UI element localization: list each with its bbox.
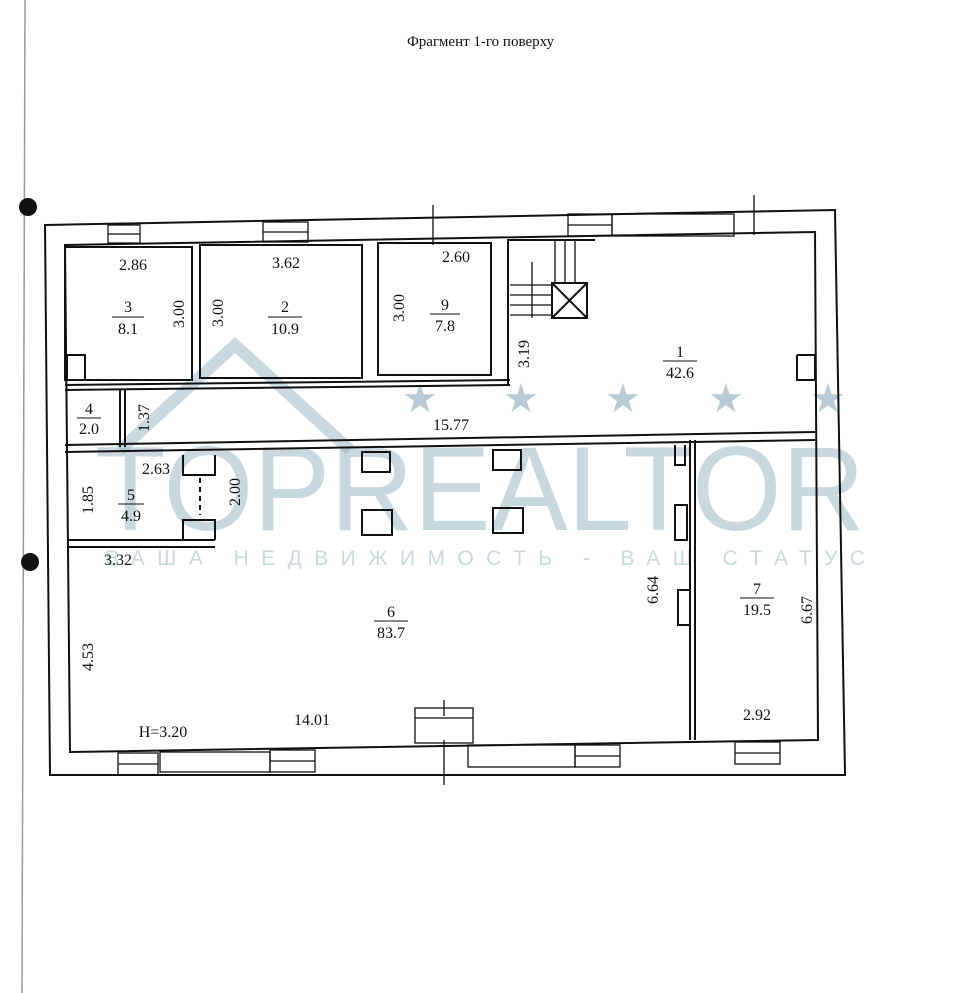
watermark-logo: TOPREALTOR ВАША НЕДВИЖИМОСТЬ - ВАШ СТАТУ… (95, 336, 865, 570)
plan-text: TOPREALTOR (95, 422, 865, 556)
plan-line (64, 379, 511, 386)
plan-title: Фрагмент 1-го поверху (406, 34, 555, 50)
plan-line (551, 282, 588, 319)
plan-text: 4.9 (121, 508, 141, 525)
windows (107, 195, 781, 785)
plan-text: 3.00 (171, 300, 188, 328)
plan-line (43, 208, 847, 776)
binder-hole (21, 553, 39, 571)
plan-text: 3.00 (391, 294, 408, 322)
plan-line (674, 504, 688, 541)
plan-text: ★ (402, 376, 438, 421)
ceiling-height: H=3.20 (139, 724, 188, 741)
room-labels: 38.1 210.9 97.8 142.6 42.0 54.9 683.7 71… (77, 297, 774, 642)
dimension-labels: 2.86 3.00 3.62 3.00 2.60 3.00 3.19 15.77… (80, 249, 816, 741)
plan-text: 2.92 (743, 707, 771, 724)
room-7-label: 719.5 (740, 581, 774, 619)
room-4-label: 42.0 (77, 401, 101, 438)
plan-line (674, 445, 686, 466)
plan-text: ★ (605, 376, 641, 421)
plan-text: 2.60 (442, 249, 470, 266)
plan-line (66, 354, 86, 381)
plan-line (182, 519, 216, 540)
plan-line (159, 751, 271, 773)
plan-text: 6 (387, 604, 395, 621)
room-3-outline (64, 246, 193, 381)
plan-text: 1.37 (136, 404, 153, 432)
plan-line (796, 354, 816, 381)
plan-line (361, 509, 393, 536)
plan-text: 2.00 (227, 478, 244, 506)
room-9-label: 97.8 (430, 297, 460, 335)
plan-text: 7.8 (435, 318, 455, 335)
plan-line (492, 507, 524, 534)
plan-text: 3.62 (272, 255, 300, 272)
plan-line (510, 240, 576, 318)
room-2-label: 210.9 (268, 299, 302, 338)
plan-text: 2.0 (79, 421, 99, 438)
interior-walls (64, 239, 816, 740)
plan-text: 1.85 (80, 486, 97, 514)
plan-line (467, 744, 576, 768)
plan-text: 2.86 (119, 257, 147, 274)
plan-text: 83.7 (377, 625, 405, 642)
plan-line (361, 451, 391, 473)
plan-text: 4.53 (80, 643, 97, 671)
binder-hole (19, 198, 37, 216)
plan-text: 6.67 (799, 596, 816, 624)
plan-text: 3 (124, 299, 132, 316)
plan-line (64, 384, 511, 391)
plan-text: 2.63 (142, 461, 170, 478)
plan-text: 19.5 (743, 602, 771, 619)
plan-text: 7 (753, 581, 761, 598)
plan-text: 10.9 (271, 321, 299, 338)
plan-text: 3.00 (210, 299, 227, 327)
plan-text: 3.19 (516, 340, 533, 368)
plan-text: 42.6 (666, 365, 694, 382)
plan-text: 5 (127, 487, 135, 504)
room-1-label: 142.6 (663, 344, 697, 382)
plan-line (63, 230, 820, 754)
room-2-outline (199, 244, 363, 379)
room-9-outline (377, 242, 492, 376)
plan-text: 6.64 (645, 576, 662, 604)
plan-text: 15.77 (433, 417, 469, 434)
plan-text: ★ (708, 376, 744, 421)
exterior-walls (43, 208, 847, 776)
room-6-label: 683.7 (374, 604, 408, 642)
plan-line (115, 336, 355, 455)
plan-line (551, 282, 588, 319)
plan-text: 2 (281, 299, 289, 316)
room-5-label: 54.9 (118, 487, 144, 525)
plan-text: 14.01 (294, 712, 330, 729)
plan-line (182, 455, 216, 476)
plan-text: 3.32 (104, 552, 132, 569)
plan-line (492, 449, 522, 471)
page-edge (21, 0, 26, 993)
plan-text: 8.1 (118, 321, 138, 338)
plan-text: 9 (441, 297, 449, 314)
plan-text: 4 (85, 401, 93, 418)
plan-line (507, 239, 595, 385)
plan-line: ★★ ★★ ★ (402, 376, 846, 421)
plan-line (677, 589, 691, 626)
plan-text: 1 (676, 344, 684, 361)
plan-line (64, 431, 816, 446)
room-3-label: 38.1 (112, 299, 144, 338)
plan-line (611, 213, 735, 237)
